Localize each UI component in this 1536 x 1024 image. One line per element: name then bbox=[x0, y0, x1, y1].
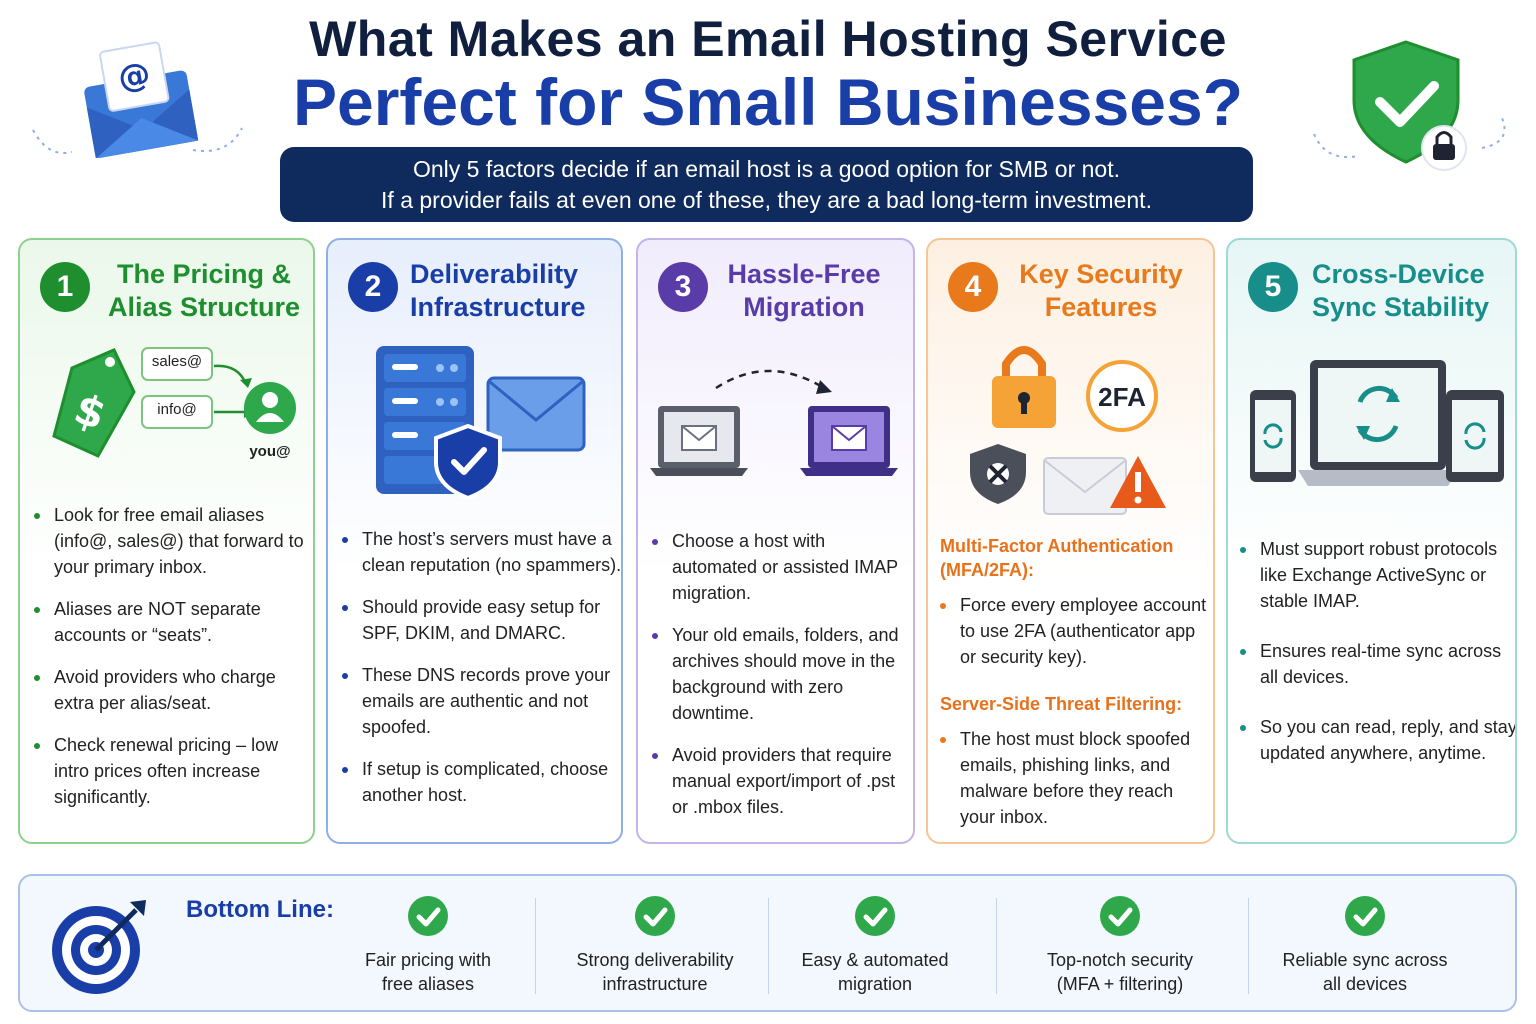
shield-check-icon bbox=[434, 423, 502, 501]
section-heading-mfa: Multi-Factor Authentication(MFA/2FA): bbox=[940, 536, 1174, 580]
shield-lock-icon bbox=[1313, 40, 1506, 171]
bullet-item: If setup is complicated, choose another … bbox=[342, 756, 621, 808]
bullet-item: The host’s servers must have a clean rep… bbox=[342, 526, 621, 578]
summary-item: Easy & automated migration bbox=[790, 896, 960, 996]
divider bbox=[1248, 898, 1249, 994]
bullet-item: The host must block spoofed emails, phis… bbox=[940, 726, 1210, 830]
envelope-at-icon: @ bbox=[32, 41, 243, 158]
bullet-item: So you can read, reply, and stay updated… bbox=[1240, 714, 1515, 766]
bullet-item: Aliases are NOT separate accounts or “se… bbox=[34, 596, 306, 648]
laptop-new-icon bbox=[800, 406, 898, 476]
card-number: 3 bbox=[658, 262, 708, 312]
bullet-item: Check renewal pricing – low intro prices… bbox=[34, 732, 306, 810]
card-title: The Pricing &Alias Structure bbox=[107, 259, 301, 322]
virus-shield-icon bbox=[970, 444, 1026, 504]
2fa-badge-label: 2FA bbox=[1098, 382, 1146, 412]
server-illustration bbox=[376, 346, 586, 501]
tablet-sync-icon bbox=[1446, 390, 1504, 482]
section-heading-filtering: Server-Side Threat Filtering: bbox=[940, 694, 1183, 714]
subtitle-banner: Only 5 factors decide if an email host i… bbox=[280, 147, 1253, 222]
divider bbox=[768, 898, 769, 994]
bullet-item: Ensures real-time sync across all device… bbox=[1240, 638, 1515, 690]
bottom-line-title: Bottom Line: bbox=[186, 896, 334, 923]
sync-illustration bbox=[1250, 360, 1504, 486]
check-icon bbox=[1345, 896, 1385, 936]
bullet-item: Your old emails, folders, and archives s… bbox=[652, 622, 913, 726]
check-icon bbox=[408, 896, 448, 936]
laptop-sync-icon bbox=[1298, 360, 1458, 486]
phone-sync-icon bbox=[1250, 390, 1296, 482]
bullet-item: Should provide easy setup for SPF, DKIM,… bbox=[342, 594, 621, 646]
card-number: 2 bbox=[348, 262, 398, 312]
subtitle-line-1: Only 5 factors decide if an email host i… bbox=[413, 156, 1120, 182]
divider bbox=[535, 898, 536, 994]
envelope-warning-icon bbox=[1043, 456, 1166, 515]
bullet-item: Force every employee account to use 2FA … bbox=[940, 592, 1210, 670]
svg-text:@: @ bbox=[115, 54, 153, 97]
title-line-1: What Makes an Email Hosting Service bbox=[309, 11, 1227, 67]
check-icon bbox=[1100, 896, 1140, 936]
card-pricing: 1 The Pricing &Alias Structure $ sales@ … bbox=[18, 238, 315, 844]
padlock-icon bbox=[992, 346, 1056, 428]
bullet-item: Choose a host with automated or assisted… bbox=[652, 528, 913, 606]
security-illustration bbox=[970, 346, 1166, 515]
summary-item: Fair pricing with free aliases bbox=[348, 896, 508, 996]
bullet-list: Choose a host with automated or assisted… bbox=[652, 528, 913, 836]
bullet-list: The host must block spoofed emails, phis… bbox=[940, 726, 1210, 842]
subtitle-line-2: If a provider fails at even one of these… bbox=[381, 187, 1152, 213]
2fa-badge-icon bbox=[1086, 360, 1158, 432]
dollar-tag-icon: $ bbox=[52, 348, 136, 458]
bullet-list: The host’s servers must have a clean rep… bbox=[342, 526, 621, 824]
alias-illustration: $ bbox=[52, 347, 296, 458]
summary-item: Strong deliverability infrastructure bbox=[560, 896, 750, 996]
bullet-item: These DNS records prove your emails are … bbox=[342, 662, 621, 740]
bottom-line-panel: Bottom Line: Fair pricing with free alia… bbox=[18, 874, 1517, 1012]
summary-item: Reliable sync across all devices bbox=[1270, 896, 1460, 996]
envelope-icon bbox=[486, 376, 586, 452]
alias-tag-info: info@ bbox=[157, 401, 197, 418]
alias-user-label: you@ bbox=[249, 443, 291, 460]
divider bbox=[996, 898, 997, 994]
bullet-item: Look for free email aliases (info@, sale… bbox=[34, 502, 306, 580]
bullet-item: Avoid providers that require manual expo… bbox=[652, 742, 913, 820]
alias-tag-sales: sales@ bbox=[151, 353, 203, 370]
check-icon bbox=[635, 896, 675, 936]
migration-illustration bbox=[650, 369, 898, 476]
card-number: 4 bbox=[948, 262, 998, 312]
card-number: 5 bbox=[1248, 262, 1298, 312]
summary-item: Top-notch security (MFA + filtering) bbox=[1025, 896, 1215, 996]
target-icon bbox=[52, 900, 146, 994]
check-icon bbox=[855, 896, 895, 936]
bullet-list: Force every employee account to use 2FA … bbox=[940, 592, 1210, 686]
bullet-list: Must support robust protocols like Excha… bbox=[1240, 536, 1515, 782]
user-icon bbox=[244, 382, 296, 434]
bullet-item: Avoid providers who charge extra per ali… bbox=[34, 664, 306, 716]
bullet-item: Must support robust protocols like Excha… bbox=[1240, 536, 1515, 614]
laptop-old-icon bbox=[650, 406, 748, 476]
card-number: 1 bbox=[40, 262, 90, 312]
title-line-2: Perfect for Small Businesses? bbox=[292, 65, 1244, 139]
bullet-list: Look for free email aliases (info@, sale… bbox=[34, 502, 306, 826]
